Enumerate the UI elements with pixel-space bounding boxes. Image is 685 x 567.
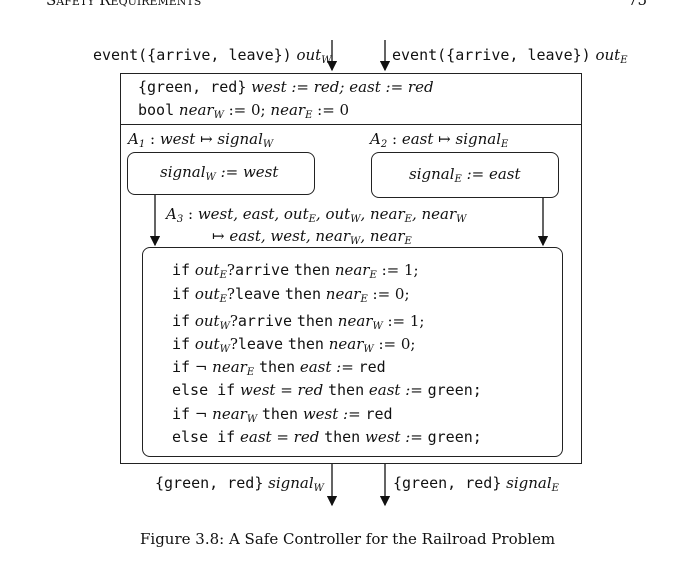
code-line-3: if outW?arrive then nearW := 1; bbox=[172, 312, 425, 332]
declaration-line-2: bool nearW := 0; nearE := 0 bbox=[138, 101, 350, 121]
input-label-west: event({arrive, leave}) outW bbox=[93, 46, 332, 66]
code-line-6: else if west = red then east := green; bbox=[172, 381, 482, 399]
page-number: 75 bbox=[628, 0, 648, 9]
task-a2-box bbox=[371, 152, 559, 198]
task-a1-box bbox=[127, 152, 315, 195]
output-label-west: {green, red} signalW bbox=[155, 474, 324, 494]
task-a2-header: A2 : east ↦ signalE bbox=[370, 130, 509, 150]
code-line-4: if outW?leave then nearW := 0; bbox=[172, 335, 416, 355]
code-line-5: if ¬ nearE then east := red bbox=[172, 358, 386, 378]
code-line-1: if outE?arrive then nearE := 1; bbox=[172, 261, 419, 281]
output-label-east: {green, red} signalE bbox=[393, 474, 559, 494]
input-label-east: event({arrive, leave}) outE bbox=[392, 46, 628, 66]
running-header: Safety Requirements bbox=[46, 0, 202, 9]
code-line-2: if outE?leave then nearE := 0; bbox=[172, 285, 410, 305]
declaration-line-1: {green, red} west := red; east := red bbox=[138, 78, 434, 96]
task-a3-header-read: A3 : west, east, outE, outW, nearE, near… bbox=[166, 205, 467, 225]
code-line-7: if ¬ nearW then west := red bbox=[172, 405, 393, 425]
task-a1-header: A1 : west ↦ signalW bbox=[128, 130, 274, 150]
code-line-8: else if east = red then west := green; bbox=[172, 428, 482, 446]
controller-module bbox=[120, 73, 582, 464]
figure-caption: Figure 3.8: A Safe Controller for the Ra… bbox=[140, 530, 556, 548]
task-a3-box bbox=[142, 247, 563, 457]
declaration-divider bbox=[120, 124, 582, 125]
task-a3-header-write: ↦ east, west, nearW, nearE bbox=[212, 227, 412, 247]
task-a2-body: signalE := east bbox=[409, 165, 521, 185]
task-a1-body: signalW := west bbox=[160, 163, 279, 183]
